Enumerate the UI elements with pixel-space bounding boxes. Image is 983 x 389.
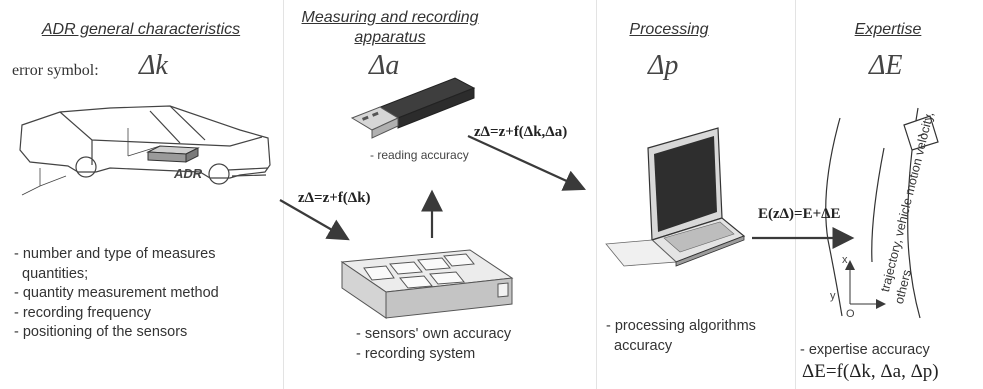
error-symbol-k: Δk	[139, 50, 168, 81]
adr-note-line: - quantity measurement method	[14, 285, 219, 301]
formula-z-delta-k-a: zΔ=z+f(Δk,Δa)	[474, 124, 568, 140]
adr-device-icon	[146, 145, 200, 163]
laptop-icon	[605, 127, 746, 267]
column-divider	[283, 0, 284, 389]
axis-y-label: y	[830, 290, 836, 302]
measuring-note-line: - recording system	[356, 345, 476, 362]
processing-note-line: accuracy	[606, 337, 673, 354]
heading-adr: ADR general characteristics	[41, 21, 241, 38]
formula-z-delta-k: zΔ=z+f(Δk)	[298, 190, 371, 206]
xy-axes	[845, 260, 886, 309]
adr-note-line: - positioning of the sensors	[14, 324, 188, 340]
final-formula: ΔE=f(Δk, Δa, Δp)	[802, 361, 939, 382]
processing-note-line: - processing algorithms	[606, 318, 756, 334]
processing-notes: - processing algorithms accuracy	[606, 317, 756, 356]
column-divider	[795, 0, 796, 389]
expertise-accuracy-note: - expertise accuracy	[800, 342, 930, 358]
usb-reading-accuracy: - reading accuracy	[370, 148, 469, 162]
column-divider	[596, 0, 597, 389]
adr-notes: - number and type of measures quantities…	[14, 245, 219, 343]
measuring-notes: - sensors' own accuracy - recording syst…	[356, 325, 511, 364]
heading-expertise: Expertise	[854, 21, 922, 38]
measuring-note-line: - sensors' own accuracy	[356, 326, 512, 342]
heading-measuring: Measuring and recording apparatus	[301, 9, 479, 46]
trajectory-sketch	[825, 107, 939, 319]
error-symbol-e: ΔE	[869, 50, 903, 81]
adr-note-line: - number and type of measures	[14, 246, 216, 262]
adr-note-line: - recording frequency	[14, 304, 152, 321]
formula-expertise-arrow: E(zΔ)=E+ΔE	[758, 206, 841, 222]
flow-arrows	[279, 134, 855, 249]
usb-stick-icon	[350, 77, 476, 139]
axis-x-label: x	[842, 254, 848, 266]
axis-origin-label: O	[846, 308, 855, 320]
adr-car-label: ADR	[174, 166, 203, 181]
error-symbol-a: Δa	[369, 50, 400, 81]
recorder-box-icon	[340, 249, 514, 319]
error-symbol-label: error symbol:	[12, 62, 99, 79]
car-illustration	[19, 105, 271, 196]
adr-note-line: quantities;	[14, 265, 89, 282]
error-symbol-p: Δp	[648, 50, 679, 81]
heading-processing: Processing	[629, 21, 709, 38]
